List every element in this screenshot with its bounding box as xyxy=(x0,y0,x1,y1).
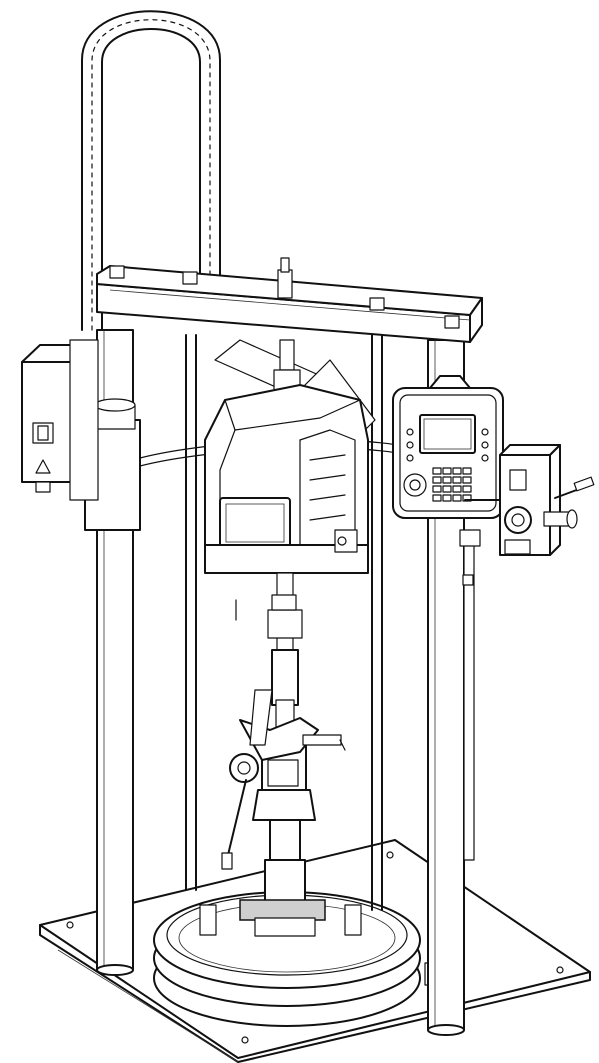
left-ram-post xyxy=(84,329,141,976)
motor-housing xyxy=(204,384,369,574)
wet-cup-assembly xyxy=(229,689,299,787)
outlet-hose xyxy=(221,779,247,870)
inner-guide-rods xyxy=(185,334,383,911)
cable-carrier-chain xyxy=(81,10,221,331)
crossbeam xyxy=(96,257,483,343)
air-control-manifold xyxy=(464,444,595,556)
control-display-module xyxy=(392,375,504,519)
post-bracket xyxy=(459,529,481,586)
power-disconnect-box xyxy=(21,339,99,501)
